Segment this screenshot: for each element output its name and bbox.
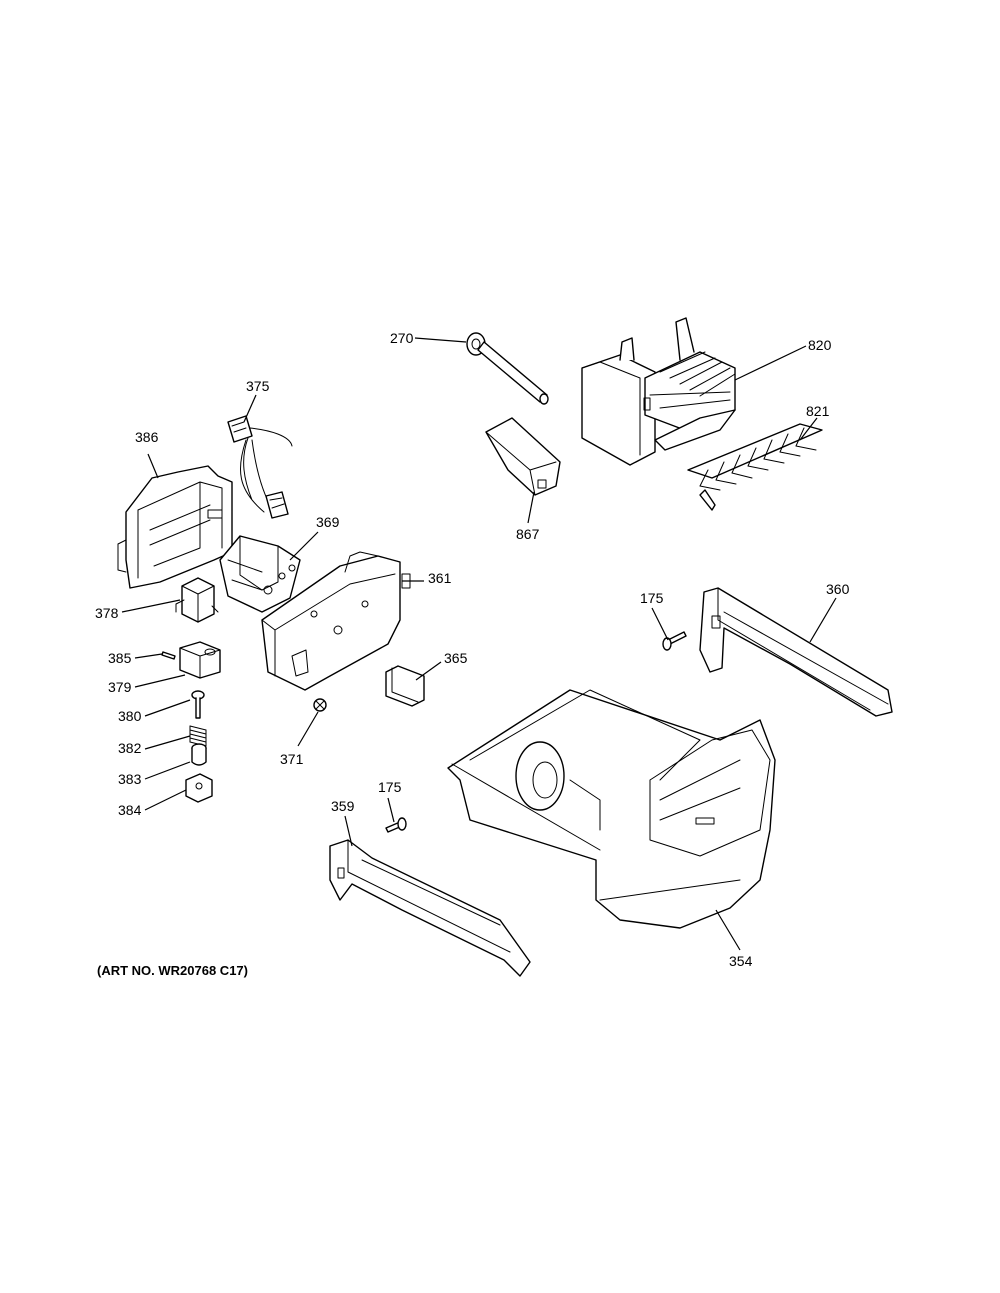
callout-175-lower: 175 xyxy=(378,779,402,795)
callout-380: 380 xyxy=(118,708,142,724)
callout-379: 379 xyxy=(108,679,132,695)
part-382-spring xyxy=(189,725,207,747)
callout-369: 369 xyxy=(316,514,340,530)
part-380-bolt xyxy=(191,690,205,719)
callout-384: 384 xyxy=(118,802,142,818)
callout-175-upper: 175 xyxy=(640,590,664,606)
callout-821: 821 xyxy=(806,403,830,419)
part-354-bucket xyxy=(447,689,776,929)
callout-371: 371 xyxy=(280,751,304,767)
part-371-screw xyxy=(313,698,327,712)
callout-386: 386 xyxy=(135,429,159,445)
callout-375: 375 xyxy=(246,378,270,394)
part-820-ice-maker xyxy=(581,317,736,466)
part-361-plate xyxy=(261,551,411,691)
part-384-clip xyxy=(185,773,213,803)
part-270-fill-tube xyxy=(466,332,549,405)
callout-360: 360 xyxy=(826,581,850,597)
part-360-rail xyxy=(699,587,893,717)
callout-270: 270 xyxy=(390,330,414,346)
part-378-solenoid xyxy=(175,577,219,623)
callout-378: 378 xyxy=(95,605,119,621)
part-365-clip xyxy=(385,665,425,707)
part-359-rail xyxy=(329,839,531,977)
part-379-block xyxy=(179,641,221,679)
callout-382: 382 xyxy=(118,740,142,756)
part-867-chute xyxy=(485,417,561,496)
callout-867: 867 xyxy=(516,526,540,542)
callout-361: 361 xyxy=(428,570,452,586)
part-383-bushing xyxy=(191,743,207,766)
part-175-screw-lower xyxy=(385,817,407,833)
callout-383: 383 xyxy=(118,771,142,787)
callout-820: 820 xyxy=(808,337,832,353)
part-375-harness xyxy=(227,415,293,519)
callout-359: 359 xyxy=(331,798,355,814)
callout-365: 365 xyxy=(444,650,468,666)
part-821-ice-stripper xyxy=(687,423,823,511)
art-number: (ART NO. WR20768 C17) xyxy=(97,963,248,978)
callout-354: 354 xyxy=(729,953,753,969)
callout-labels: 270 820 821 867 375 386 369 361 378 385 … xyxy=(95,330,850,969)
callout-385: 385 xyxy=(108,650,132,666)
part-369-motor xyxy=(219,535,301,613)
leader-lines xyxy=(121,337,837,951)
part-385-pin xyxy=(161,651,176,660)
part-175-screw-upper xyxy=(662,631,687,651)
part-386-housing xyxy=(117,465,233,589)
